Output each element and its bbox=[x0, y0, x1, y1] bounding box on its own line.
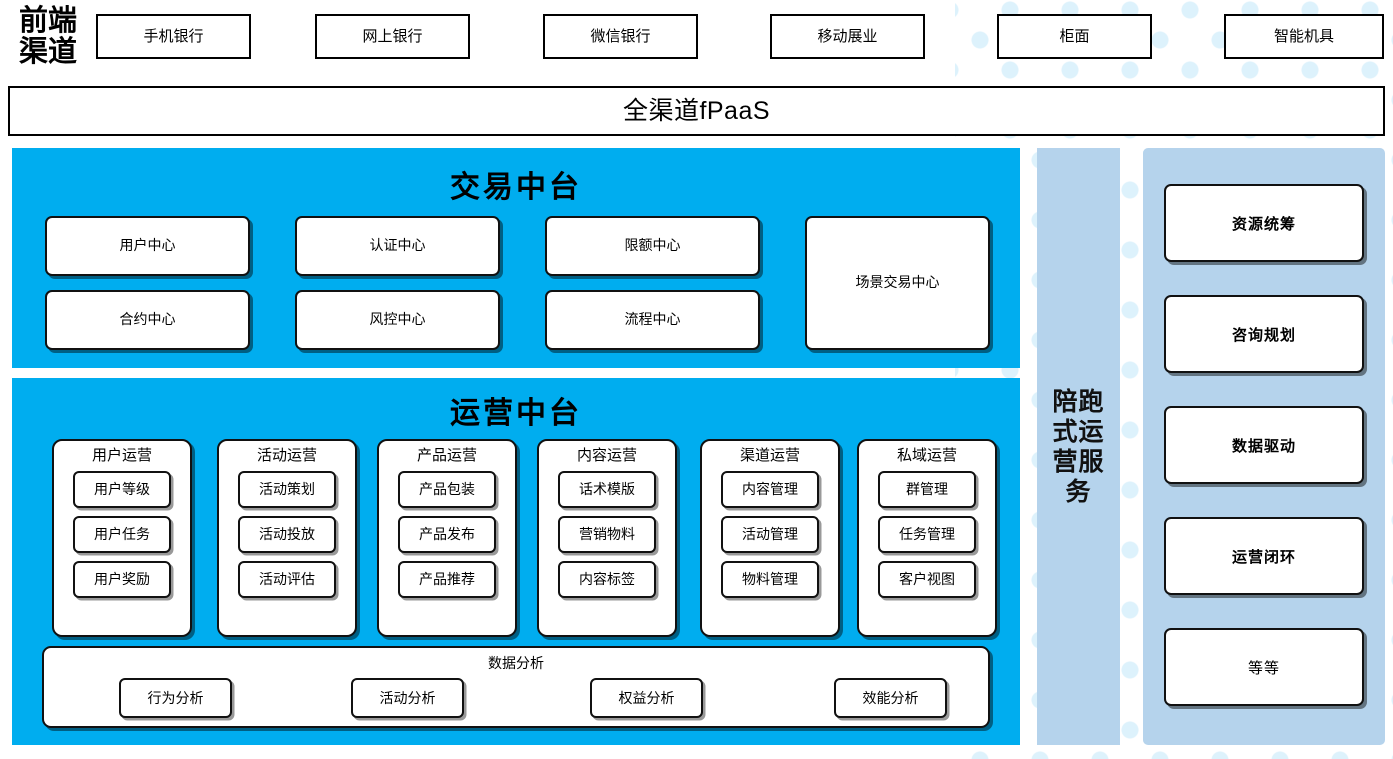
trade-card-4[interactable]: 合约中心 bbox=[45, 290, 250, 350]
ops-item[interactable]: 用户奖励 bbox=[73, 560, 171, 598]
ops-item[interactable]: 群管理 bbox=[878, 470, 976, 508]
ops-item[interactable]: 内容标签 bbox=[558, 560, 656, 598]
trade-card-6[interactable]: 流程中心 bbox=[545, 290, 760, 350]
ops-item[interactable]: 产品推荐 bbox=[398, 560, 496, 598]
trade-card-2[interactable]: 认证中心 bbox=[295, 216, 500, 276]
trade-platform-title: 交易中台 bbox=[450, 171, 582, 204]
ops-item[interactable]: 用户任务 bbox=[73, 515, 171, 553]
ops-column-5: 渠道运营内容管理活动管理物料管理 bbox=[700, 439, 840, 637]
data-analysis-chip-1[interactable]: 行为分析 bbox=[119, 678, 232, 718]
capability-card-3[interactable]: 数据驱动 bbox=[1164, 406, 1364, 484]
ops-column-title: 渠道运营 bbox=[739, 447, 800, 464]
ops-column-title: 私域运营 bbox=[896, 447, 957, 464]
ops-column-1: 用户运营用户等级用户任务用户奖励 bbox=[52, 439, 192, 637]
data-analysis-chip-3[interactable]: 权益分析 bbox=[590, 678, 703, 718]
service-band-line: 务 bbox=[1065, 477, 1092, 506]
ops-column-title: 用户运营 bbox=[91, 447, 152, 464]
capability-card-2[interactable]: 咨询规划 bbox=[1164, 295, 1364, 373]
ops-item[interactable]: 任务管理 bbox=[878, 515, 976, 553]
front-channel-label: 前端 渠道 bbox=[18, 4, 77, 68]
ops-item[interactable]: 营销物料 bbox=[558, 515, 656, 553]
ops-platform-panel: 运营中台 数据分析 行为分析活动分析权益分析效能分析 用户运营用户等级用户任务用… bbox=[12, 378, 1020, 745]
capability-panel: 资源统筹咨询规划数据驱动运营闭环等等 bbox=[1143, 148, 1385, 745]
capability-card-4[interactable]: 运营闭环 bbox=[1164, 517, 1364, 595]
ops-item[interactable]: 活动策划 bbox=[238, 470, 336, 508]
ops-item[interactable]: 客户视图 bbox=[878, 560, 976, 598]
accompanying-operation-service-band: 陪跑式运营服务 bbox=[1037, 148, 1120, 745]
ops-item[interactable]: 活动管理 bbox=[721, 515, 819, 553]
channel-chip-2[interactable]: 网上银行 bbox=[315, 14, 470, 59]
ops-column-3: 产品运营产品包装产品发布产品推荐 bbox=[377, 439, 517, 637]
ops-item[interactable]: 话术模版 bbox=[558, 470, 656, 508]
ops-item[interactable]: 用户等级 bbox=[73, 470, 171, 508]
channel-chip-1[interactable]: 手机银行 bbox=[96, 14, 251, 59]
ops-item[interactable]: 内容管理 bbox=[721, 470, 819, 508]
service-band-label: 陪跑式运营服务 bbox=[1048, 387, 1110, 507]
capability-card-5[interactable]: 等等 bbox=[1164, 628, 1364, 706]
service-band-line: 式运 bbox=[1052, 417, 1105, 446]
channel-chip-5[interactable]: 柜面 bbox=[997, 14, 1152, 59]
service-band-line: 营服 bbox=[1052, 447, 1105, 476]
channel-chip-4[interactable]: 移动展业 bbox=[770, 14, 925, 59]
trade-platform-panel: 交易中台 用户中心认证中心限额中心合约中心风控中心流程中心场景交易中心 bbox=[12, 148, 1020, 368]
channel-row: 手机银行 网上银行 微信银行 移动展业 柜面 智能机具 bbox=[0, 0, 1393, 75]
ops-item[interactable]: 活动投放 bbox=[238, 515, 336, 553]
data-analysis-title: 数据分析 bbox=[488, 655, 544, 671]
data-analysis-group: 数据分析 行为分析 活动分析 权益分析 效能分析 bbox=[42, 646, 990, 728]
channel-chip-6[interactable]: 智能机具 bbox=[1224, 14, 1384, 59]
channel-chip-3[interactable]: 微信银行 bbox=[543, 14, 698, 59]
ops-column-title: 产品运营 bbox=[416, 447, 477, 464]
trade-card-1[interactable]: 用户中心 bbox=[45, 216, 250, 276]
omnichannel-fpaas-bar[interactable]: 全渠道fPaaS bbox=[8, 86, 1385, 136]
trade-card-5[interactable]: 风控中心 bbox=[295, 290, 500, 350]
ops-column-4: 内容运营话术模版营销物料内容标签 bbox=[537, 439, 677, 637]
ops-column-title: 活动运营 bbox=[256, 447, 317, 464]
ops-platform-title: 运营中台 bbox=[450, 397, 582, 430]
ops-item[interactable]: 物料管理 bbox=[721, 560, 819, 598]
ops-item[interactable]: 产品发布 bbox=[398, 515, 496, 553]
capability-card-1[interactable]: 资源统筹 bbox=[1164, 184, 1364, 262]
ops-item[interactable]: 产品包装 bbox=[398, 470, 496, 508]
data-analysis-chip-4[interactable]: 效能分析 bbox=[834, 678, 947, 718]
ops-column-2: 活动运营活动策划活动投放活动评估 bbox=[217, 439, 357, 637]
service-band-line: 陪跑 bbox=[1052, 387, 1105, 416]
ops-column-6: 私域运营群管理任务管理客户视图 bbox=[857, 439, 997, 637]
trade-card-3[interactable]: 限额中心 bbox=[545, 216, 760, 276]
ops-item[interactable]: 活动评估 bbox=[238, 560, 336, 598]
trade-card-7[interactable]: 场景交易中心 bbox=[805, 216, 990, 350]
ops-column-title: 内容运营 bbox=[576, 447, 637, 464]
data-analysis-chip-2[interactable]: 活动分析 bbox=[351, 678, 464, 718]
